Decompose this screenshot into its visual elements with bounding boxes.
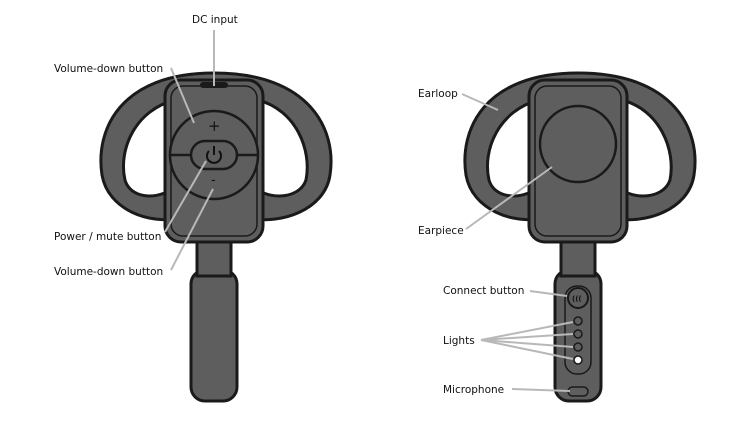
- body-back-inner-edge: [534, 85, 622, 237]
- light-3: [573, 342, 583, 352]
- label-earpiece: Earpiece: [418, 225, 464, 237]
- light-2: [573, 329, 583, 339]
- leader-lines: [164, 30, 574, 392]
- power-icon: [206, 146, 222, 164]
- plus-icon: +: [208, 117, 221, 135]
- boom: [189, 268, 239, 403]
- minus-icon: -: [211, 173, 216, 188]
- headset-front: + -: [99, 71, 333, 403]
- label-power-mute: Power / mute button: [54, 231, 161, 243]
- label-microphone: Microphone: [443, 384, 504, 396]
- earpiece: [538, 104, 618, 184]
- connect-button[interactable]: [567, 287, 589, 309]
- connect-icon: (((: [572, 295, 582, 303]
- label-volume-top: Volume-down button: [54, 63, 163, 75]
- control-strip: [564, 285, 592, 375]
- label-lights: Lights: [443, 335, 475, 347]
- light-1: [573, 316, 583, 326]
- headset-back: (((: [463, 71, 697, 403]
- label-dc-input: DC input: [192, 14, 238, 26]
- label-volume-bottom: Volume-down button: [54, 266, 163, 278]
- label-earloop: Earloop: [418, 88, 458, 100]
- light-4: [573, 355, 583, 365]
- microphone: [567, 386, 589, 397]
- label-connect: Connect button: [443, 285, 524, 297]
